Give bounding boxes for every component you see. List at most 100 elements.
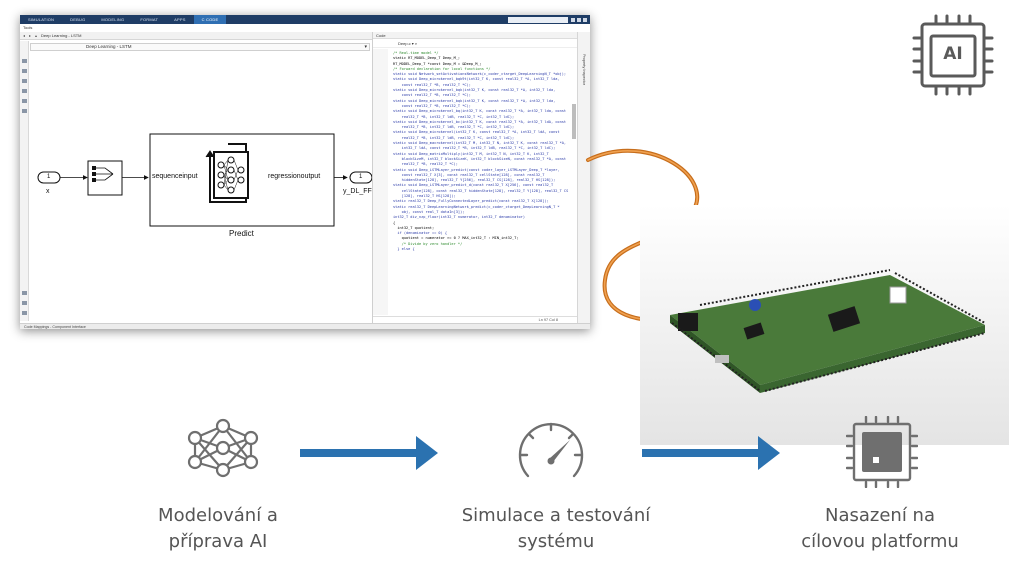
tab-c-code[interactable]: C CODE xyxy=(193,15,227,24)
code-line: static void Deep_microkernel(int32_T K, … xyxy=(393,130,560,135)
arrow-right-icon xyxy=(642,436,780,470)
scrollbar[interactable] xyxy=(572,104,576,139)
code-line: static real32_T DeepLearningNetwork_pred… xyxy=(393,204,560,209)
step-deployment-label: Nasazení na cílovou platformu xyxy=(770,503,990,555)
tab-debug[interactable]: DEBUG xyxy=(70,17,86,22)
code-line: /* Real-time model */ xyxy=(393,51,439,55)
line-number-gutter xyxy=(373,49,388,315)
subsystem-input-port-label: sequenceinput xyxy=(152,173,198,180)
model-path: Deep Learning - LSTM xyxy=(86,44,132,49)
outport-signal-label: y_DL_FFN xyxy=(343,188,377,195)
code-mappings-bar[interactable]: Code Mappings - Component Interface xyxy=(20,323,590,329)
code-line: real32_T *B, int32_T ldB, real32_T *C, i… xyxy=(393,114,515,119)
model-path-bar[interactable]: Deep Learning - LSTM ▾ xyxy=(30,43,370,51)
minimize-icon[interactable] xyxy=(571,17,575,22)
code-line: static void Deep_microkernel_bqk(int32_T… xyxy=(393,98,556,103)
code-listing[interactable]: /* Real-time model */static RT_MODEL_Dee… xyxy=(373,49,578,315)
code-line: cellState[128], const real32_T hiddenSta… xyxy=(393,188,569,193)
step-deployment-line1: Nasazení na xyxy=(825,505,935,526)
code-panel-title: Code xyxy=(373,32,577,39)
code-line: static void Deep_LSTMLayer_predict_d(con… xyxy=(393,183,554,188)
code-line: const real32_T *B, real32_T *C); xyxy=(393,93,471,98)
tab-simulation[interactable]: SIMULATION xyxy=(28,17,55,22)
code-line: static void Deep_microkernel_bqk(int32_T… xyxy=(393,88,556,93)
image-icon[interactable] xyxy=(22,99,27,103)
code-body: /* Real-time model */static RT_MODEL_Dee… xyxy=(373,51,568,252)
search-input[interactable] xyxy=(508,16,568,23)
code-line: static RT_MODEL_Deep_T Deep_M_; xyxy=(393,56,461,61)
speedometer-icon xyxy=(518,422,584,478)
outport-number: 1 xyxy=(359,174,363,180)
window-controls xyxy=(571,17,587,22)
chevron-down-icon[interactable]: ▾ xyxy=(364,44,367,50)
code-line: if (denominator == 0) { xyxy=(393,231,448,236)
code-line: obj, const real_T dataIn[3]); xyxy=(393,209,465,214)
step-simulation-label: Simulace a testování systému xyxy=(436,503,676,555)
code-line: real32_T *B, int32_T ldB, real32_T *C, i… xyxy=(393,135,515,140)
code-line: /* Forward declaration for local functio… xyxy=(393,66,491,71)
code-line: const real32_T *B, real32_T *C); xyxy=(393,82,471,87)
code-line: int32_T ldA, const real32_T *B, int32_T … xyxy=(393,146,556,151)
code-line: real32_T *B, int32_T ldB, real32_T *C, i… xyxy=(393,125,515,130)
annotation-icon[interactable] xyxy=(22,89,27,93)
tab-apps[interactable]: APPS xyxy=(174,17,186,22)
maximize-icon[interactable] xyxy=(577,17,581,22)
step-deployment-line2: cílovou platformu xyxy=(801,531,959,552)
ai-chip-label: AI xyxy=(943,44,963,64)
code-line: { xyxy=(393,220,396,225)
file-selector[interactable]: Deep.c ▾ ⌕ xyxy=(373,39,577,48)
breadcrumb[interactable]: Deep Learning - LSTM xyxy=(41,33,82,38)
neural-network-icon xyxy=(187,418,259,478)
step-modeling-label: Modelování a příprava AI xyxy=(123,503,313,555)
code-view-panel: Code Deep.c ▾ ⌕ /* Real-time model */sta… xyxy=(372,32,578,323)
simulink-window: SIMULATION DEBUG MODELING FORMAT APPS C … xyxy=(20,15,590,329)
code-line: [128], real32_T HS[128]); xyxy=(393,194,456,199)
code-line: int32_T quotient; xyxy=(393,225,435,230)
subsystem-output-port-label: regressionoutput xyxy=(268,173,321,180)
code-line: blockSizeM, int32_T blockSizeK, int32_T … xyxy=(393,156,567,161)
code-line: static void Deep_macrokernel(int32_T M, … xyxy=(393,141,567,146)
model-toolbar: ◂ ▸ ▴ Deep Learning - LSTM xyxy=(20,32,372,40)
code-line: /* Divide by zero handler */ xyxy=(393,241,463,246)
file-selector-value: Deep.c xyxy=(398,41,411,46)
code-line: quotient = numerator >= 0 ? MAX_int32_T … xyxy=(393,236,519,241)
step-modeling-line1: Modelování a xyxy=(158,505,278,526)
search-icon[interactable]: ⌕ xyxy=(414,41,418,46)
step-modeling-line2: příprava AI xyxy=(168,531,268,552)
area-icon[interactable] xyxy=(22,109,27,113)
code-line: static void Deep_microkernel_bqk9t(int32… xyxy=(393,77,560,82)
tools-label: Tools xyxy=(23,25,33,30)
tab-modeling[interactable]: MODELING xyxy=(101,17,125,22)
code-line: static void Deep_matrixMultiply(int32_T … xyxy=(393,151,549,156)
step-simulation-line2: systému xyxy=(517,531,595,552)
subsystem-name: Predict xyxy=(229,229,254,238)
up-icon[interactable]: ▴ xyxy=(35,33,38,38)
forward-icon[interactable]: ▸ xyxy=(29,33,32,38)
property-inspector-label: Property Inspector xyxy=(582,54,586,86)
code-line: const real32_T X[3], const real32_T cell… xyxy=(393,172,545,177)
arrow-icon[interactable] xyxy=(22,79,27,83)
code-line: static void Deep_LSTMLayer_predict(const… xyxy=(393,167,560,172)
table-icon[interactable] xyxy=(22,301,27,305)
camera-icon[interactable] xyxy=(22,291,27,295)
close-icon[interactable] xyxy=(583,17,587,22)
ai-chip-icon xyxy=(912,14,994,96)
tab-format[interactable]: FORMAT xyxy=(140,17,159,22)
code-line: static void Network_setActivationsNetwor… xyxy=(393,72,567,77)
code-cursor-status: Ln 97 Col 8 xyxy=(373,316,578,323)
zoom-icon[interactable] xyxy=(22,59,27,63)
inport-signal-label: x xyxy=(46,188,50,195)
code-line: real32_T *B, real32_T *C); xyxy=(393,162,458,167)
microcontroller-board-image xyxy=(640,205,1009,445)
property-inspector-strip[interactable]: Property Inspector xyxy=(577,32,590,323)
palette-strip xyxy=(20,41,29,321)
step-simulation-line1: Simulace a testování xyxy=(461,505,651,526)
back-icon[interactable]: ◂ xyxy=(23,33,26,38)
code-line: static void Deep_microkernel_bc(int32_T … xyxy=(393,119,567,124)
code-line: hiddenState[128], real32_T Y[256], real3… xyxy=(393,178,556,183)
processor-icon xyxy=(846,416,918,488)
fit-view-icon[interactable] xyxy=(22,69,27,73)
list-icon[interactable] xyxy=(22,311,27,315)
model-canvas[interactable]: 1 x sequenceinput regressionoutput Predi… xyxy=(30,52,377,320)
inport-number: 1 xyxy=(47,174,51,180)
